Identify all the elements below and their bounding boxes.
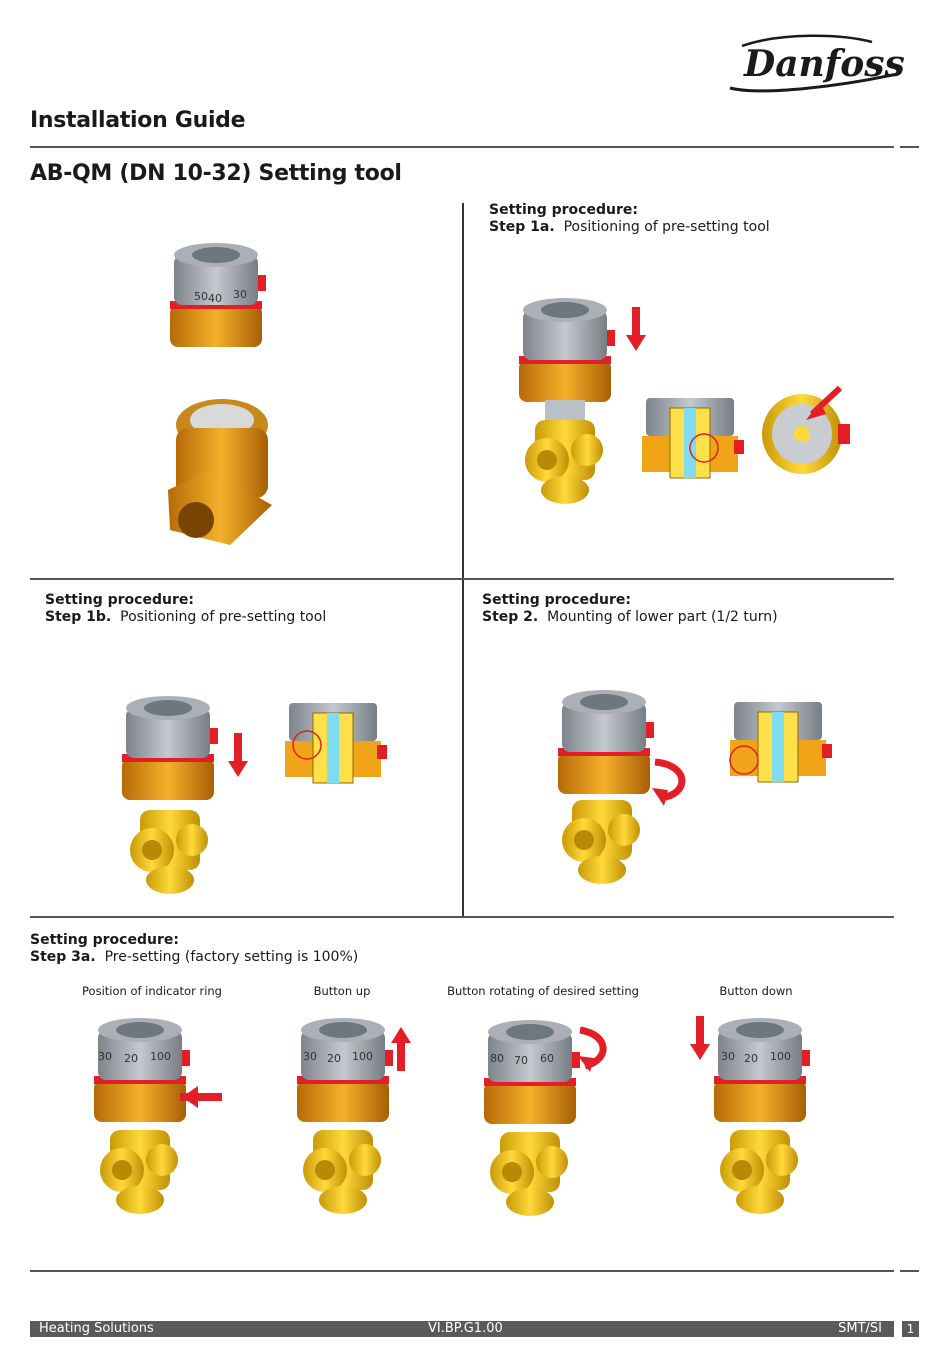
dial-label: 30 — [303, 1050, 317, 1063]
caption-button-rotating: Button rotating of desired setting — [447, 984, 639, 998]
dial-label: 100 — [352, 1050, 373, 1063]
danfoss-logo: Danfoss — [722, 26, 905, 96]
footer-right: SMT/SI — [838, 1321, 882, 1336]
divider — [900, 146, 919, 148]
step1a-illustration — [519, 298, 850, 504]
logo-text: Danfoss — [743, 43, 905, 85]
dial-label: 20 — [327, 1052, 341, 1065]
step3a-text: Setting procedure: Step 3a. Pre-setting … — [30, 932, 359, 965]
dial-label: 20 — [744, 1052, 758, 1065]
caption-indicator-ring: Position of indicator ring — [82, 984, 222, 998]
divider — [30, 1270, 894, 1272]
divider — [30, 578, 894, 580]
step2-illustration — [558, 690, 833, 884]
footer-center: VI.BP.G1.00 — [428, 1321, 503, 1336]
divider — [900, 1270, 919, 1272]
divider — [30, 916, 894, 918]
step1a-text: Setting procedure: Step 1a. Positioning … — [489, 202, 770, 235]
dial-label: 70 — [514, 1054, 528, 1067]
dial-label: 100 — [150, 1050, 171, 1063]
step3a-fig2: 30 20 100 — [297, 1018, 411, 1214]
step2-text: Setting procedure: Step 2. Mounting of l… — [482, 592, 778, 625]
divider — [30, 146, 894, 148]
page-title: Installation Guide — [30, 108, 246, 133]
step1b-text: Setting procedure: Step 1b. Positioning … — [45, 592, 327, 625]
caption-button-down: Button down — [719, 984, 793, 998]
dial-label: 20 — [124, 1052, 138, 1065]
divider — [462, 203, 464, 917]
page-number: 1 — [902, 1321, 919, 1337]
dial-label: 60 — [540, 1052, 554, 1065]
caption-button-up: Button up — [313, 984, 371, 998]
step3a-fig3: 80 70 60 — [484, 1020, 607, 1216]
step3a-fig1: 30 20 100 — [94, 1018, 222, 1214]
footer-bar: Heating Solutions VI.BP.G1.00 SMT/SI — [30, 1321, 894, 1337]
dial-label: 40 — [208, 292, 222, 305]
dial-label: 30 — [233, 288, 247, 301]
page-subtitle: AB-QM (DN 10-32) Setting tool — [30, 161, 402, 186]
dial-label: 80 — [490, 1052, 504, 1065]
dial-label: 30 — [721, 1050, 735, 1063]
step1b-illustration — [122, 696, 388, 894]
dial-label: 50 — [194, 290, 208, 303]
dial-label: 100 — [770, 1050, 791, 1063]
step3a-fig4: 30 20 100 — [690, 1016, 810, 1214]
setting-tool-illustration: 50 40 30 — [170, 243, 266, 347]
dial-label: 30 — [98, 1050, 112, 1063]
valve-body-illustration — [168, 399, 272, 545]
footer-left: Heating Solutions — [39, 1321, 154, 1336]
